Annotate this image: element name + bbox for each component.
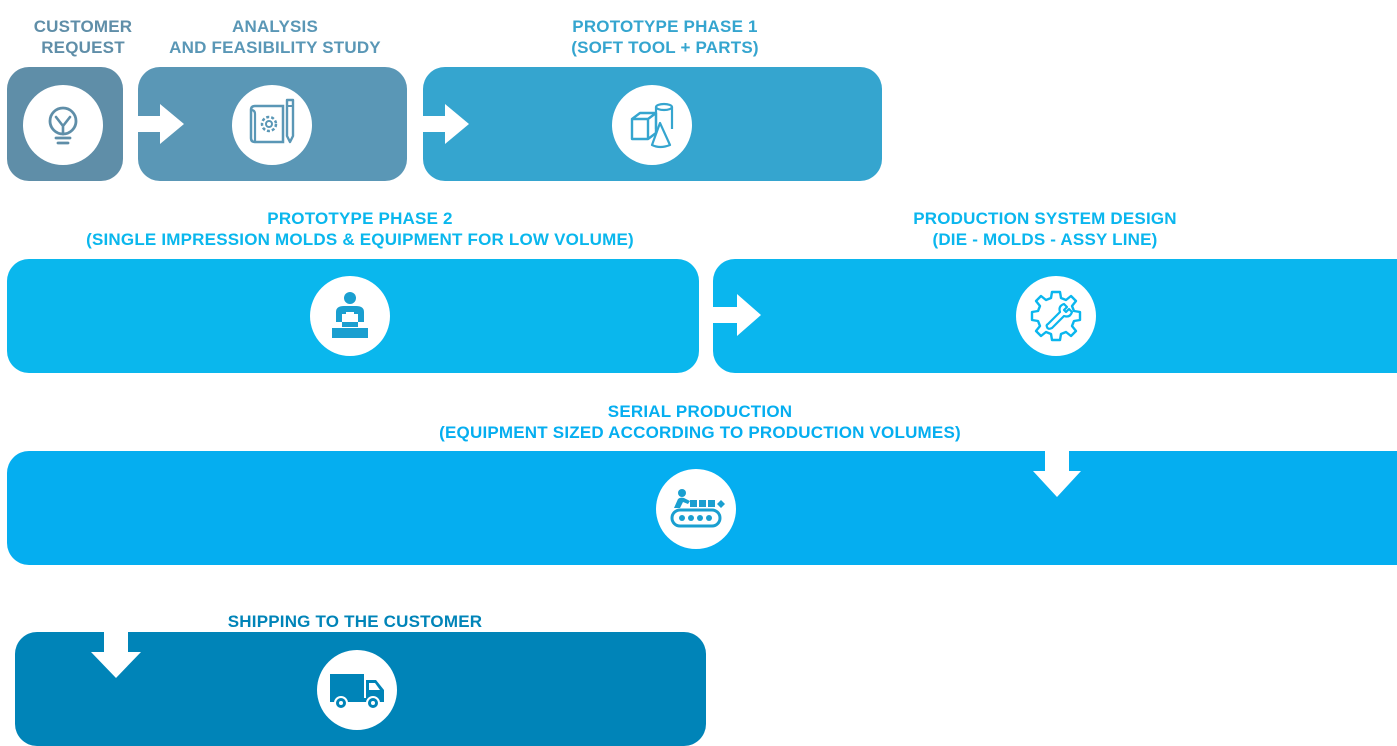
serial-production-label: SERIAL PRODUCTION (EQUIPMENT SIZED ACCOR…	[439, 402, 961, 442]
blueprint-gear-pencil-icon	[232, 85, 312, 165]
arrow-down-icon	[1033, 451, 1081, 497]
delivery-truck-icon	[317, 650, 397, 730]
arrow-down-icon	[91, 632, 141, 678]
analysis-label: ANALYSIS AND FEASIBILITY STUDY	[169, 17, 381, 57]
gear-wrench-icon	[1016, 276, 1096, 356]
conveyor-belt-icon	[656, 469, 736, 549]
arrow-right-icon	[138, 104, 186, 144]
prototype-phase-2-label: PROTOTYPE PHASE 2 (SINGLE IMPRESSION MOL…	[86, 209, 634, 249]
lightbulb-icon	[23, 85, 103, 165]
production-system-design-label: PRODUCTION SYSTEM DESIGN (DIE - MOLDS - …	[913, 209, 1177, 249]
arrow-right-icon	[423, 104, 471, 144]
prototype-phase-1-label: PROTOTYPE PHASE 1 (SOFT TOOL + PARTS)	[571, 17, 759, 57]
shipping-label: SHIPPING TO THE CUSTOMER	[227, 612, 483, 631]
worker-at-desk-icon	[310, 276, 390, 356]
arrow-right-icon	[713, 294, 763, 336]
geometric-shapes-icon	[612, 85, 692, 165]
customer-request-label: CUSTOMER REQUEST	[33, 17, 133, 57]
